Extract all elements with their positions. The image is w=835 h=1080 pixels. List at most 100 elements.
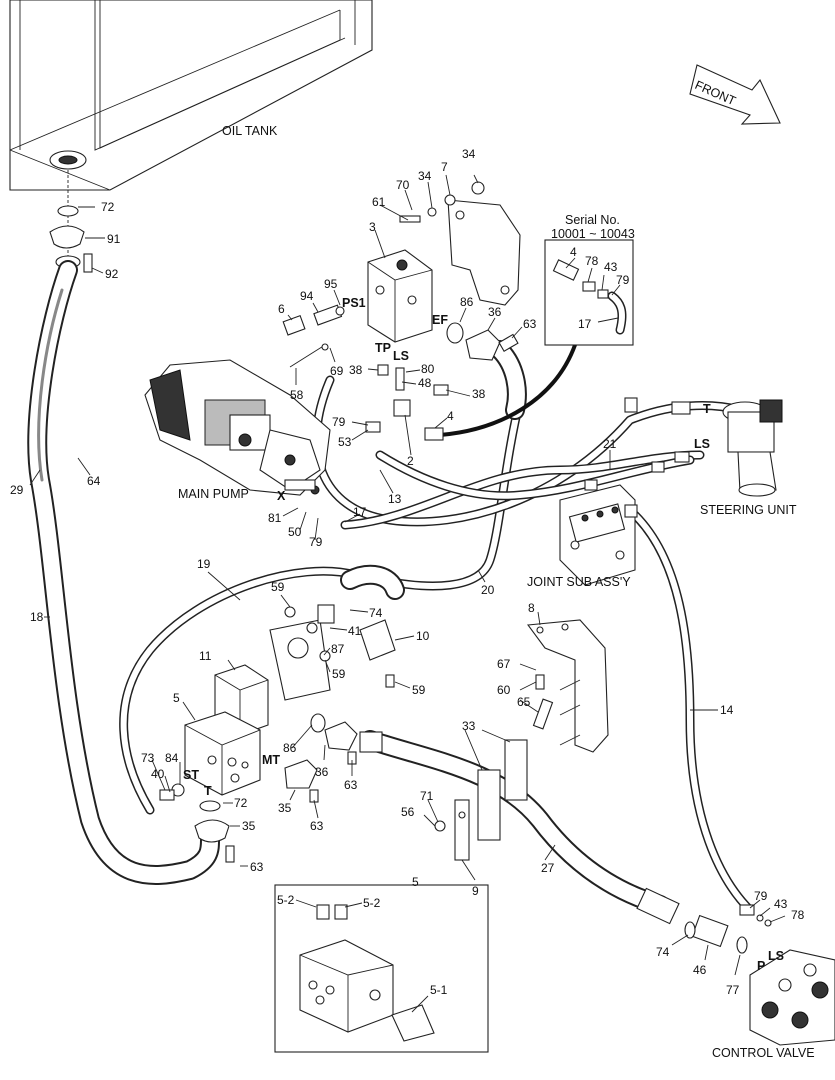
port-st: ST [183,768,199,782]
callout-43: 43 [604,260,618,274]
callout-58: 58 [290,388,304,402]
callout-95: 95 [324,277,338,291]
port-ls-control-valve: LS [768,949,784,963]
callout-72: 72 [101,200,115,214]
callout-61: 61 [372,195,386,209]
joint-sub-assy-label: JOINT SUB ASS'Y [527,575,631,589]
callout-17: 17 [578,317,592,331]
callout-78: 78 [791,908,805,922]
callout-10: 10 [416,629,430,643]
valve-block-3 [367,249,433,343]
callout-34: 34 [418,169,432,183]
callout-29: 29 [10,483,24,497]
callout-74: 74 [656,945,670,959]
callout-53: 53 [338,435,352,449]
steering-unit-label: STEERING UNIT [700,503,797,517]
callout-60: 60 [497,683,511,697]
port-mt: MT [262,753,280,767]
callout-81: 81 [268,511,282,525]
callout-91: 91 [107,232,121,246]
callout-43: 43 [774,897,788,911]
callout-27: 27 [541,861,555,875]
callout-69: 69 [330,364,344,378]
port-t-lower: T [204,784,212,798]
callout-79: 79 [616,273,630,287]
callout-11: 11 [199,649,212,663]
callout-14: 14 [720,703,734,717]
port-ls-steering: LS [694,437,710,451]
callout-80: 80 [421,362,435,376]
callout-7: 7 [441,160,448,174]
bracket-8 [526,619,609,753]
callout-86: 86 [283,741,297,755]
oil-tank-label: OIL TANK [222,124,278,138]
callout-13: 13 [388,492,402,506]
oil-tank [9,0,373,191]
callout-71: 71 [420,789,434,803]
callout-63: 63 [310,819,324,833]
callout-63: 63 [523,317,537,331]
joint-sub-assy [559,479,638,586]
callout-92: 92 [105,267,119,281]
callout-59: 59 [412,683,426,697]
callout-36: 36 [488,305,502,319]
control-valve-label: CONTROL VALVE [712,1046,815,1060]
callout-56: 56 [401,805,415,819]
callout-4: 4 [570,245,577,259]
callout-numbers: 72 91 92 29 64 18 34 34 7 70 61 3 95 94 … [10,147,805,997]
callout-5: 5 [173,691,180,705]
callout-35: 35 [242,819,256,833]
callout-41: 41 [348,624,362,638]
callout-79: 79 [309,535,323,549]
fittings-block-5 [159,713,383,863]
port-t-steering: T [703,402,711,416]
hoses [27,260,755,915]
port-x: X [277,489,286,503]
callout-19: 19 [197,557,211,571]
callout-65: 65 [517,695,531,709]
callout-78: 78 [585,254,599,268]
callout-63: 63 [250,860,264,874]
block-11 [214,604,396,736]
callout-2: 2 [407,454,414,468]
callout-73: 73 [141,751,155,765]
callout-18: 18 [30,610,44,624]
callout-72: 72 [234,796,248,810]
front-arrow [689,64,781,125]
callout-4: 4 [447,409,454,423]
port-ef: EF [432,313,448,327]
port-ls-block-3: LS [393,349,409,363]
callout-84: 84 [165,751,179,765]
callout-8: 8 [528,601,535,615]
callout-46: 46 [693,963,707,977]
callout-74: 74 [369,606,383,620]
callout-59: 59 [271,580,285,594]
main-pump-label: MAIN PUMP [178,487,249,501]
callout-20: 20 [481,583,495,597]
callout-77: 77 [726,983,740,997]
callout-67: 67 [497,657,511,671]
callout-40: 40 [151,767,165,781]
callout-33: 33 [462,719,476,733]
callout-5-1: 5-1 [430,983,448,997]
port-p-control-valve: P [757,959,765,973]
port-tp: TP [375,341,391,355]
callout-70: 70 [396,178,410,192]
callout-38: 38 [472,387,486,401]
callout-5: 5 [412,875,419,889]
callout-59: 59 [332,667,346,681]
serial-range: 10001 ~ 10043 [551,227,635,241]
main-pump [144,359,331,496]
callout-5-2: 5-2 [363,896,381,910]
serial-detail-box [544,239,634,346]
callout-94: 94 [300,289,314,303]
callout-87: 87 [331,642,345,656]
callout-5-2: 5-2 [277,893,295,907]
callout-79: 79 [332,415,346,429]
callout-6: 6 [278,302,285,316]
callout-34: 34 [462,147,476,161]
callout-64: 64 [87,474,101,488]
block-5 [184,711,261,796]
detail-box-5 [274,884,489,1053]
